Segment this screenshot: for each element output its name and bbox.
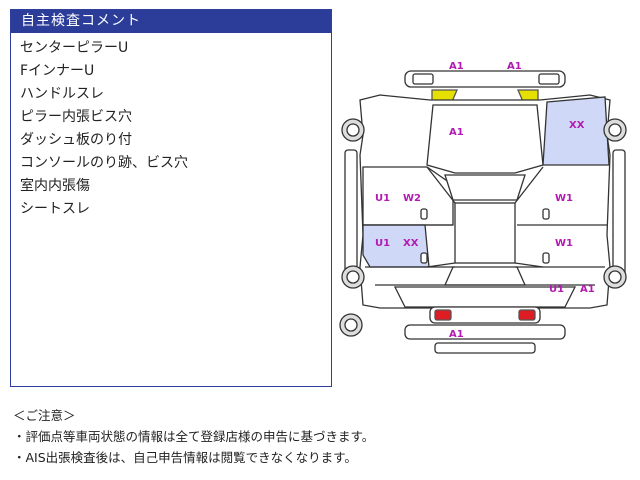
comment-item: 室内内張傷 <box>20 178 90 194</box>
wheel-front-right <box>603 118 627 142</box>
label-right-front-door: W1 <box>555 193 573 204</box>
note-item: ・評価点等車両状態の情報は全て登録店様の申告に基づきます。 <box>13 429 375 444</box>
label-left-rear-door-2: XX <box>403 238 419 249</box>
rear-step <box>434 342 536 354</box>
comment-item: FインナーU <box>20 63 95 79</box>
left-sill <box>344 149 358 281</box>
wheel-rear-right <box>603 265 627 289</box>
door-handle-left-rear <box>420 252 428 264</box>
front-bumper-mount-left <box>412 73 434 85</box>
label-right-rear-door: W1 <box>555 238 573 249</box>
label-front-bumper-left: A1 <box>449 61 464 72</box>
front-bumper-mount-right <box>538 73 560 85</box>
label-rear-bumper: A1 <box>449 329 464 340</box>
left-taillight <box>434 309 452 321</box>
car-condition-diagram: A1 A1 A1 XX U1 W2 W1 U1 XX W1 U1 A1 A1 <box>335 55 635 365</box>
door-handle-right-rear <box>542 252 550 264</box>
comment-item: コンソールのり跡、ビス穴 <box>20 155 188 171</box>
rear-bumper-lower <box>404 324 566 340</box>
note-item: ・AIS出張検査後は、自己申告情報は閲覧できなくなります。 <box>13 450 357 465</box>
spare-wheel <box>339 313 363 337</box>
wheel-front-left <box>341 118 365 142</box>
label-left-front-door-1: U1 <box>375 193 390 204</box>
rear-bumper <box>429 306 541 324</box>
inspection-comment-panel: 自主検査コメント センターピラーU FインナーU ハンドルスレ ピラー内張ビス穴… <box>10 9 332 387</box>
comment-list: センターピラーU FインナーU ハンドルスレ ピラー内張ビス穴 ダッシュ板のり付… <box>11 33 331 221</box>
wheel-rear-left <box>341 265 365 289</box>
roof <box>454 202 516 264</box>
door-handle-left-front <box>420 208 428 220</box>
comment-item: センターピラーU <box>20 40 129 56</box>
right-taillight <box>518 309 536 321</box>
rear-window <box>443 266 527 286</box>
notes-section: ＜ご注意＞ ・評価点等車両状態の情報は全て登録店様の申告に基づきます。 ・AIS… <box>13 405 374 468</box>
left-rear-damage <box>362 224 430 268</box>
label-left-rear-door-1: U1 <box>375 238 390 249</box>
label-rear-right-1: U1 <box>549 284 564 295</box>
front-bumper <box>404 70 566 88</box>
windshield <box>444 174 526 201</box>
label-hood: A1 <box>449 127 464 138</box>
label-rear-right-2: A1 <box>580 284 595 295</box>
trunk <box>393 286 577 308</box>
label-left-front-door-2: W2 <box>403 193 421 204</box>
hood <box>426 104 544 174</box>
notes-heading: ＜ご注意＞ <box>13 408 76 423</box>
panel-title: 自主検査コメント <box>11 10 331 33</box>
label-front-bumper-right: A1 <box>507 61 522 72</box>
left-front-panel <box>362 166 454 226</box>
comment-item: ダッシュ板のり付 <box>20 132 132 148</box>
front-right-fender <box>542 96 610 166</box>
label-front-right-fender: XX <box>569 120 585 131</box>
comment-item: ハンドルスレ <box>20 86 104 102</box>
right-sill <box>612 149 626 281</box>
comment-item: シートスレ <box>20 201 90 217</box>
comment-item: ピラー内張ビス穴 <box>20 109 132 125</box>
door-handle-right-front <box>542 208 550 220</box>
